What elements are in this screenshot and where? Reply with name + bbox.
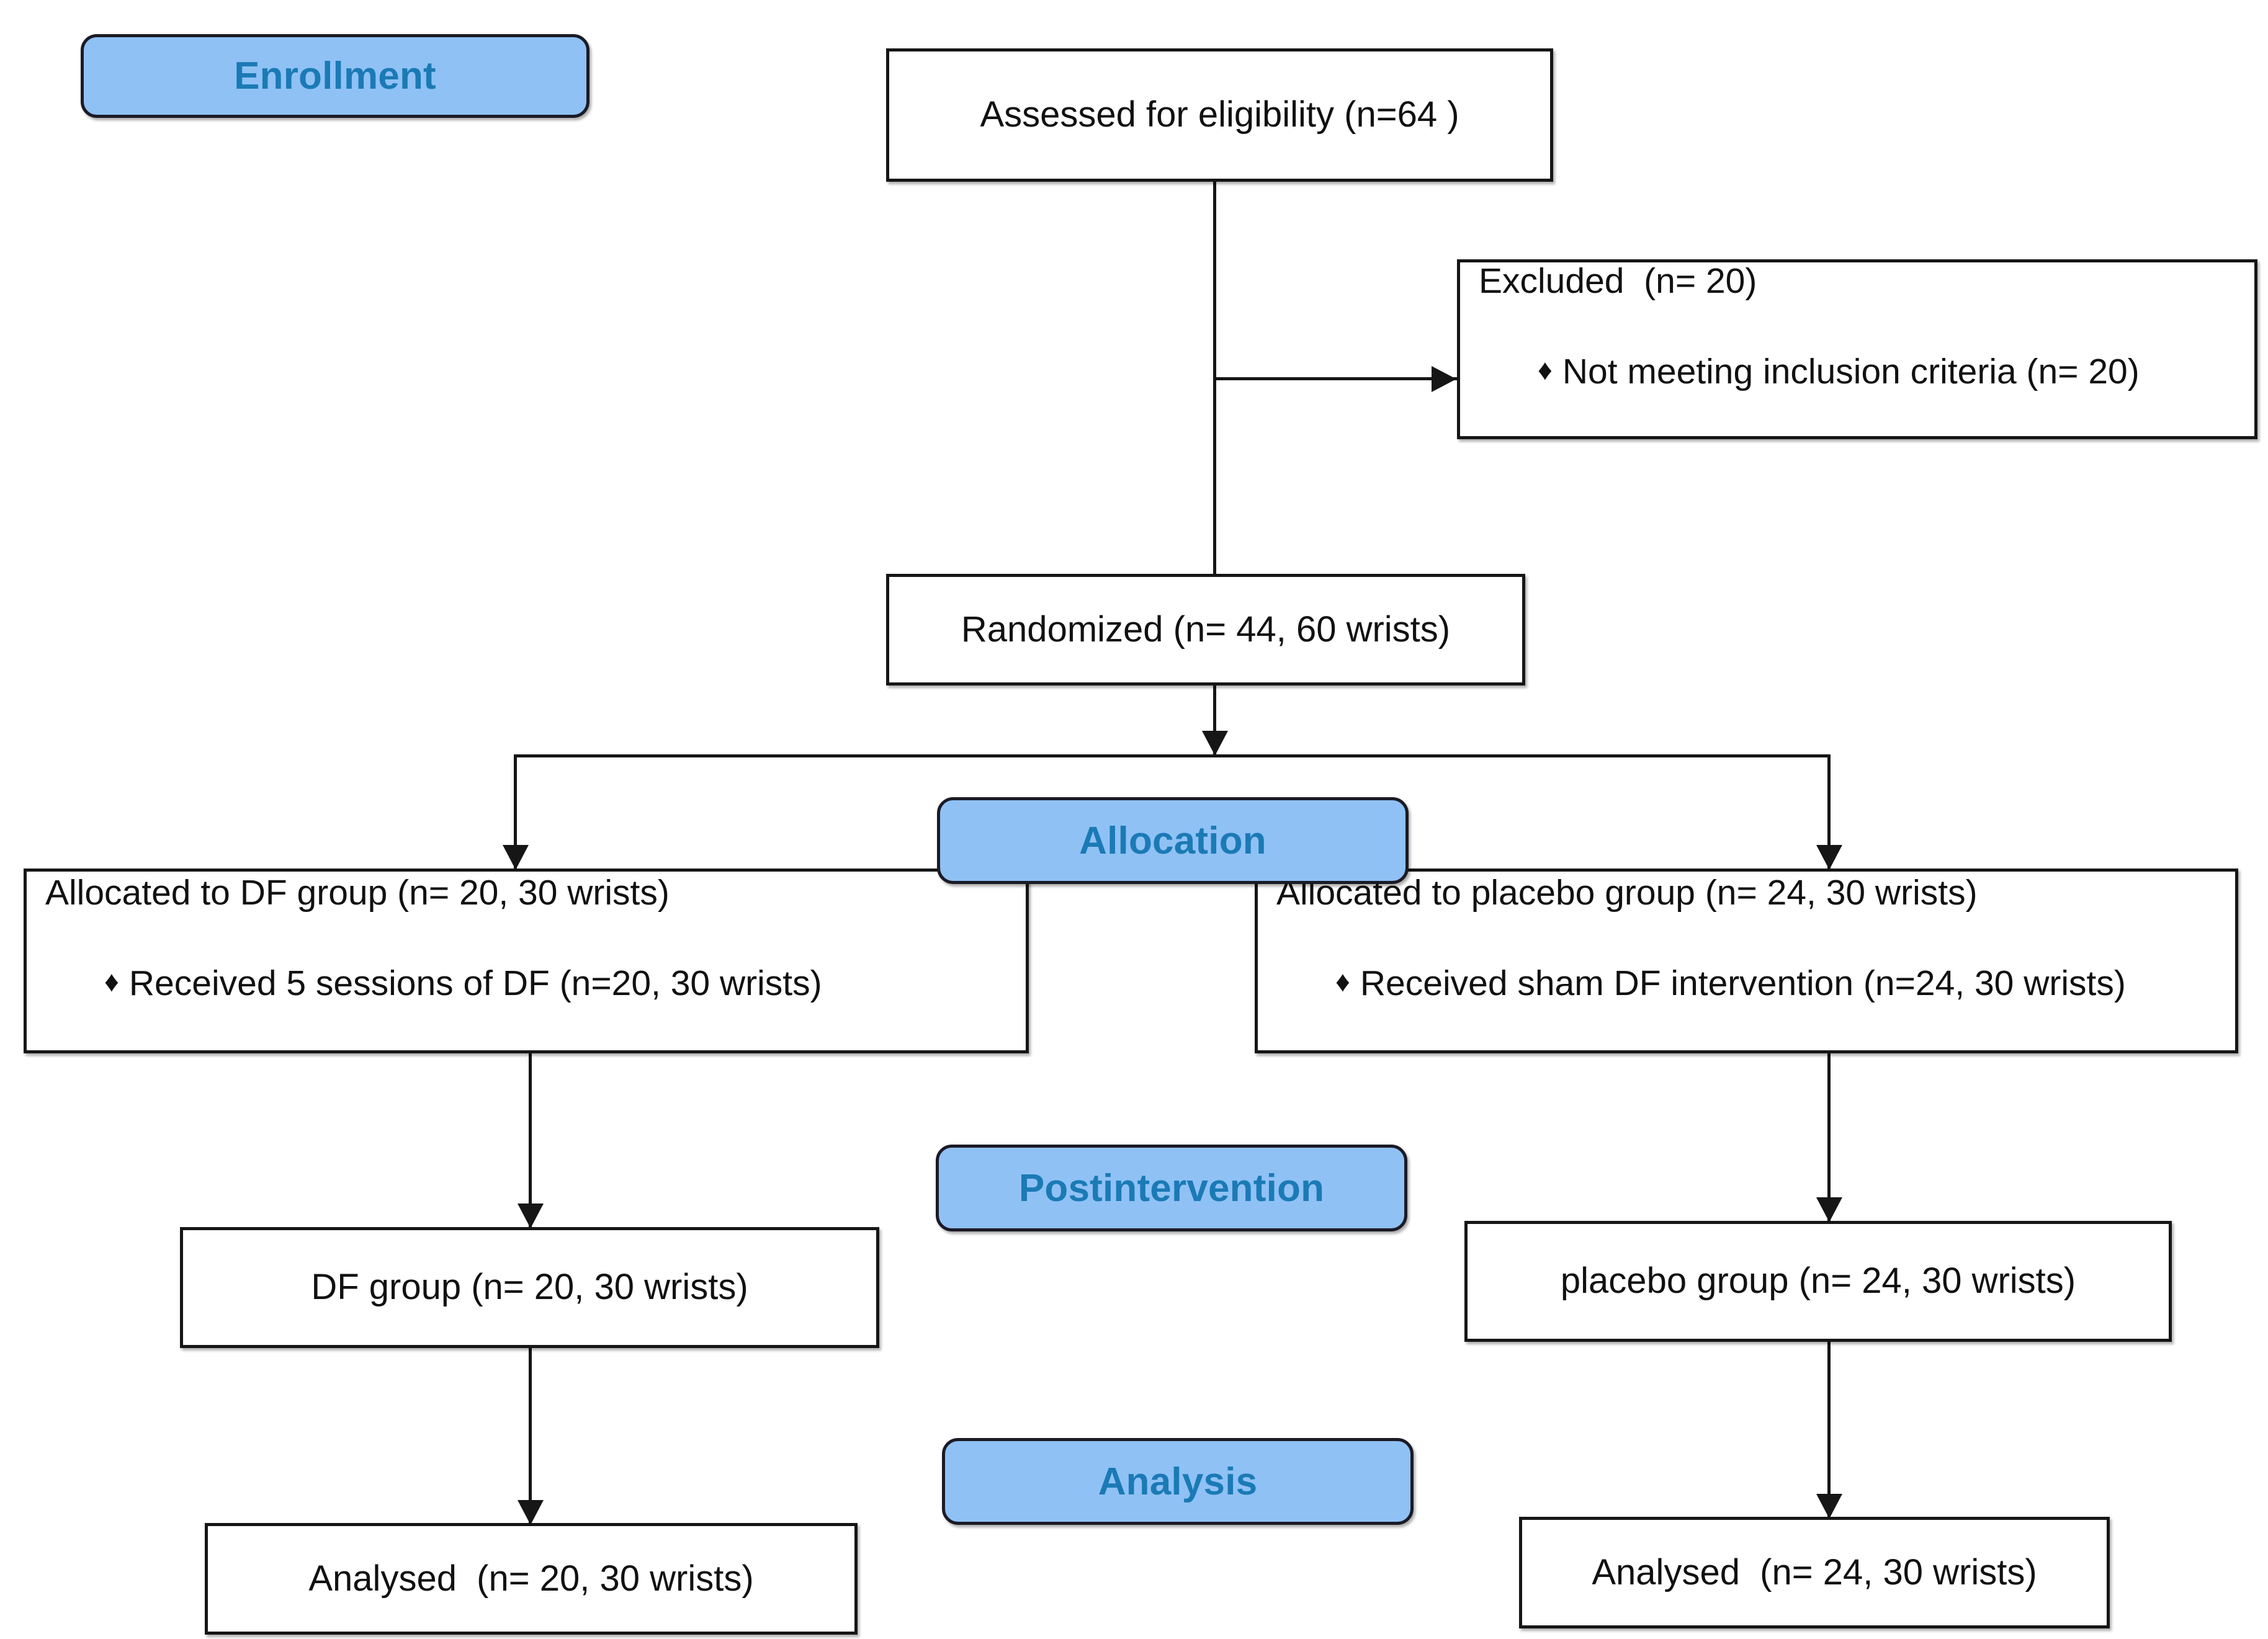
analysed-df-line-1: Analysed (n= 20, 30 wrists)	[308, 1558, 754, 1599]
randomized-line-1: Randomized (n= 44, 60 wrists)	[961, 609, 1451, 650]
connector-randomized-down	[1213, 685, 1216, 756]
stage-badge-allocation: Allocation	[937, 797, 1409, 884]
box-excluded: Excluded (n= 20) ♦ Not meeting inclusion …	[1457, 259, 2257, 439]
box-assessed-for-eligibility: Assessed for eligibility (n=64 )	[886, 48, 1553, 182]
excluded-bullet-item: ♦ Not meeting inclusion criteria (n= 20)	[1460, 304, 2254, 440]
arrowhead-to-excluded	[1432, 366, 1456, 392]
stage-badge-enrollment: Enrollment	[81, 34, 589, 118]
connector-split-left-down	[514, 754, 517, 869]
connector-postdf-to-analysed	[529, 1347, 532, 1524]
alloc-df-line-1: Allocated to DF group (n= 20, 30 wrists)	[45, 873, 670, 913]
arrowhead-alloc-placebo	[1816, 845, 1842, 870]
alloc-df-bullet-item: ♦ Received 5 sessions of DF (n=20, 30 wri…	[27, 916, 1026, 1052]
excluded-line-2: Not meeting inclusion criteria (n= 20)	[1562, 352, 2140, 391]
post-placebo-line-1: placebo group (n= 24, 30 wrists)	[1560, 1261, 2076, 1302]
diamond-bullet-icon: ♦	[1538, 354, 1553, 386]
diamond-bullet-icon: ♦	[104, 965, 119, 998]
arrowhead-randomized-split	[1202, 731, 1228, 756]
stage-badge-analysis-label: Analysis	[1098, 1460, 1258, 1503]
connector-assessed-to-randomized	[1213, 82, 1216, 578]
box-randomized: Randomized (n= 44, 60 wrists)	[886, 574, 1525, 686]
box-post-df-group: DF group (n= 20, 30 wrists)	[180, 1227, 879, 1348]
arrowhead-post-placebo	[1816, 1197, 1842, 1222]
connector-allocplacebo-to-postplacebo	[1827, 1051, 1831, 1221]
alloc-placebo-line-1: Allocated to placebo group (n= 24, 30 wr…	[1276, 873, 1978, 913]
box-analysed-df: Analysed (n= 20, 30 wrists)	[205, 1523, 858, 1635]
arrowhead-post-df	[518, 1204, 544, 1228]
excluded-line-1: Excluded (n= 20)	[1479, 261, 1757, 301]
stage-badge-postintervention: Postintervention	[936, 1145, 1407, 1231]
box-analysed-placebo: Analysed (n= 24, 30 wrists)	[1519, 1517, 2110, 1628]
diamond-bullet-icon: ♦	[1335, 965, 1350, 998]
connector-allocation-split-bar	[514, 754, 1831, 757]
box-allocated-placebo-group: Allocated to placebo group (n= 24, 30 wr…	[1255, 869, 2238, 1053]
stage-badge-enrollment-label: Enrollment	[234, 55, 436, 97]
connector-split-right-down	[1827, 754, 1831, 869]
post-df-line-1: DF group (n= 20, 30 wrists)	[311, 1267, 748, 1308]
connector-postplacebo-to-analysed	[1827, 1341, 1831, 1518]
arrowhead-alloc-df	[503, 845, 529, 870]
connector-branch-to-excluded	[1213, 377, 1458, 380]
alloc-placebo-line-2: Received sham DF intervention (n=24, 30 …	[1360, 963, 2126, 1003]
alloc-df-line-2: Received 5 sessions of DF (n=20, 30 wris…	[128, 963, 822, 1003]
arrowhead-analysed-df	[518, 1500, 544, 1525]
box-allocated-df-group: Allocated to DF group (n= 20, 30 wrists)…	[24, 869, 1029, 1053]
stage-badge-postintervention-label: Postintervention	[1018, 1166, 1325, 1210]
alloc-placebo-bullet-item: ♦ Received sham DF intervention (n=24, 30…	[1258, 916, 2235, 1052]
stage-badge-analysis: Analysis	[942, 1438, 1414, 1525]
connector-allocdf-to-postdf	[529, 1051, 532, 1228]
analysed-placebo-line-1: Analysed (n= 24, 30 wrists)	[1592, 1552, 2037, 1592]
arrowhead-analysed-placebo	[1816, 1494, 1842, 1519]
box-post-placebo-group: placebo group (n= 24, 30 wrists)	[1464, 1221, 2172, 1342]
stage-badge-allocation-label: Allocation	[1079, 819, 1266, 862]
assessed-line-1: Assessed for eligibility (n=64 )	[980, 94, 1459, 135]
